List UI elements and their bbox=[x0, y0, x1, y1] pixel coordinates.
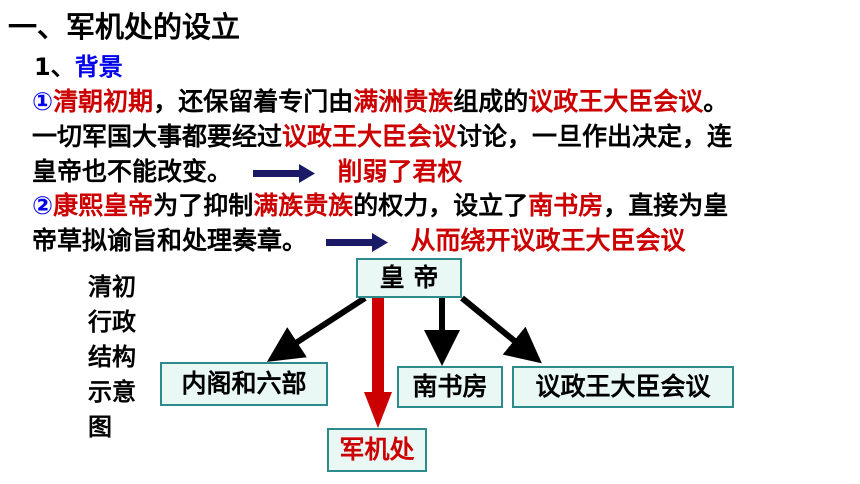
para2-line2: 帝草拟谕旨和处理奏章。 从而绕开议政王大臣会议 bbox=[32, 223, 728, 258]
para1-text: 。 bbox=[703, 87, 729, 116]
box-grand-council: 军机处 bbox=[327, 428, 427, 472]
right-arrow-icon bbox=[252, 164, 315, 183]
para1-term-early-qing: 清朝初期 bbox=[53, 87, 154, 116]
paragraph-2: ②康熙皇帝为了抑制满族贵族的权力，设立了南书房，直接为皇 帝草拟谕旨和处理奏章。… bbox=[32, 188, 728, 258]
arrow-to-grand-council-shaft bbox=[372, 298, 384, 396]
para1-line2: 一切军国大事都要经过议政王大臣会议讨论，一旦作出决定，连 bbox=[32, 119, 732, 154]
para2-text: 帝草拟谕旨和处理奏章。 bbox=[32, 226, 308, 255]
subhead-number: 1、 bbox=[34, 53, 75, 81]
arrow-to-grand-council-head bbox=[364, 392, 392, 428]
para2-term-study: 南书房 bbox=[528, 191, 604, 220]
para2-result: 从而绕开议政王大臣会议 bbox=[410, 226, 686, 255]
para1-text: 讨论，一旦作出决定，连 bbox=[457, 122, 733, 151]
para2-text: 的权力，设立了 bbox=[353, 191, 529, 220]
para1-text: ，还保留着专门由 bbox=[153, 87, 354, 116]
subhead-label: 背景 bbox=[74, 53, 123, 81]
para2-text: ，直接为皇 bbox=[603, 191, 729, 220]
para2-line1: ②康熙皇帝为了抑制满族贵族的权力，设立了南书房，直接为皇 bbox=[32, 188, 728, 223]
para1-line1: ①清朝初期，还保留着专门由满洲贵族组成的议政王大臣会议。 bbox=[32, 84, 732, 119]
para1-term-council: 议政王大臣会议 bbox=[282, 122, 458, 151]
diagram-side-label: 清初行政结构示意图 bbox=[88, 273, 136, 441]
para2-term-kangxi: 康熙皇帝 bbox=[53, 191, 154, 220]
paragraph-1: ①清朝初期，还保留着专门由满洲贵族组成的议政王大臣会议。 一切军国大事都要经过议… bbox=[32, 84, 732, 189]
arrow-to-cabinet bbox=[266, 295, 367, 362]
para1-result: 削弱了君权 bbox=[337, 157, 463, 186]
page-title: 一、军机处的设立 bbox=[8, 10, 241, 44]
para2-term-manchu-nobles: 满族贵族 bbox=[253, 191, 354, 220]
section-subhead: 1、背景 bbox=[34, 47, 123, 82]
para1-term-manchu-nobles: 满洲贵族 bbox=[353, 87, 454, 116]
para1-text: 一切军国大事都要经过 bbox=[32, 122, 283, 151]
para1-term-council: 议政王大臣会议 bbox=[528, 87, 704, 116]
arrow-to-council bbox=[460, 295, 542, 364]
box-cabinet-six-ministries: 内阁和六部 bbox=[160, 362, 328, 406]
box-emperor: 皇 帝 bbox=[356, 258, 462, 298]
right-arrow-icon bbox=[325, 233, 388, 252]
circle-number-2: ② bbox=[32, 191, 54, 220]
box-southern-study: 南书房 bbox=[397, 366, 503, 408]
para1-text: 组成的 bbox=[453, 87, 529, 116]
para1-line3: 皇帝也不能改变。 削弱了君权 bbox=[32, 154, 732, 189]
para1-text: 皇帝也不能改变。 bbox=[32, 157, 233, 186]
para2-text: 为了抑制 bbox=[153, 191, 254, 220]
circle-number-1: ① bbox=[32, 87, 54, 116]
box-council-princes: 议政王大臣会议 bbox=[512, 366, 734, 408]
